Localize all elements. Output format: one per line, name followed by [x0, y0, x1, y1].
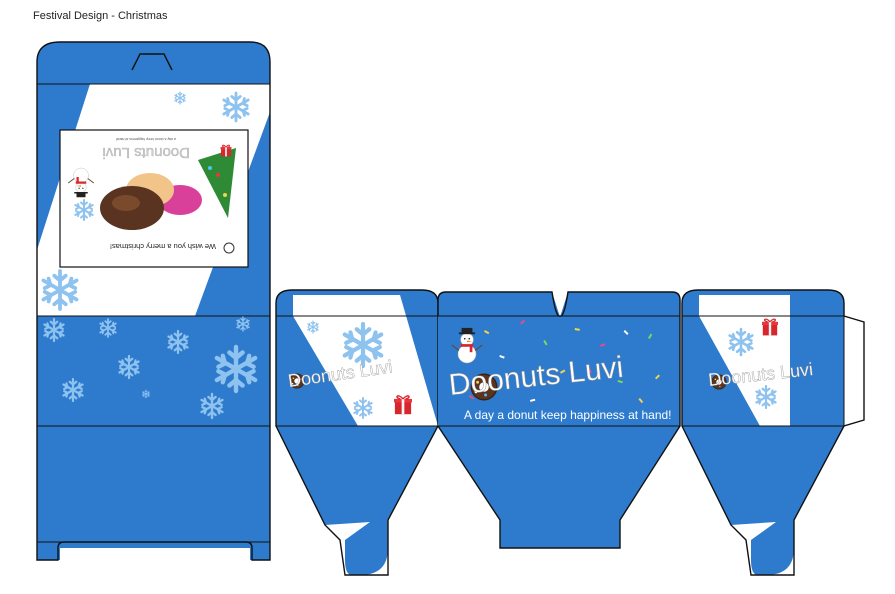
card-subtext: a day a donut keep happiness at hand! — [116, 137, 176, 141]
left-panel: We wish you a merry christmas! Doonuts L… — [36, 41, 271, 561]
card-brand: Doonuts Luvi — [102, 144, 190, 161]
top-tuck-flap — [37, 42, 270, 84]
front-panel: Doonuts Luvi A day a donut keep happines… — [437, 291, 681, 549]
page-caption: Festival Design - Christmas — [33, 10, 168, 22]
confetti — [468, 319, 660, 404]
front-slogan: A day a donut keep happiness at hand! — [464, 408, 672, 422]
greeting-card: We wish you a merry christmas! Doonuts L… — [59, 129, 249, 268]
christmas-tree-icon — [198, 148, 236, 218]
tuck-slot — [131, 53, 173, 71]
side-panel-left: Doonuts Luvi — [275, 289, 439, 576]
logo-seal-icon — [223, 242, 235, 254]
card-greeting: We wish you a merry christmas! — [110, 242, 216, 251]
side-panel-right: Doonuts Luvi — [681, 289, 865, 576]
